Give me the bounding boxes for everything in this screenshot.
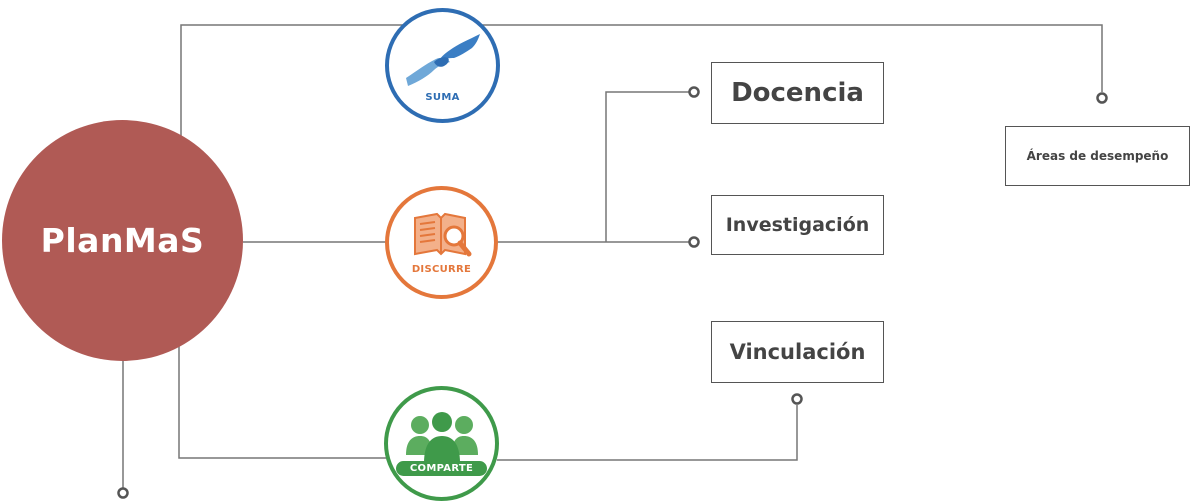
badge-discurre: DISCURRE bbox=[411, 264, 472, 275]
group-people-icon bbox=[405, 412, 478, 463]
endpoint-vinculacion bbox=[791, 393, 803, 405]
endpoint-docencia bbox=[688, 86, 700, 98]
box-vinculacion: Vinculación bbox=[711, 321, 884, 383]
book-magnifier-icon bbox=[413, 212, 471, 257]
box-investigacion: Investigación bbox=[711, 195, 884, 255]
endpoint-areas bbox=[1096, 92, 1108, 104]
box-areas-desempeno: Áreas de desempeño bbox=[1005, 126, 1190, 186]
node-suma: SUMA bbox=[385, 8, 500, 123]
helping-hands-icon bbox=[405, 34, 480, 86]
connector-docencia bbox=[605, 91, 690, 242]
box-docencia: Docencia bbox=[711, 62, 884, 124]
hub-label: PlanMaS bbox=[40, 221, 205, 260]
badge-comparte: COMPARTE bbox=[395, 461, 488, 476]
endpoint-investigacion bbox=[688, 236, 700, 248]
hub-planmas: PlanMaS bbox=[2, 120, 243, 361]
badge-suma: SUMA bbox=[425, 92, 460, 103]
endpoint-hub-bottom bbox=[117, 487, 129, 499]
node-discurre: DISCURRE bbox=[385, 186, 498, 299]
connector-hub-suma bbox=[180, 24, 1103, 140]
node-comparte: COMPARTE bbox=[384, 386, 499, 501]
connector-hub-comparte bbox=[178, 345, 386, 459]
connector-comparte-vinculacion bbox=[497, 405, 798, 461]
